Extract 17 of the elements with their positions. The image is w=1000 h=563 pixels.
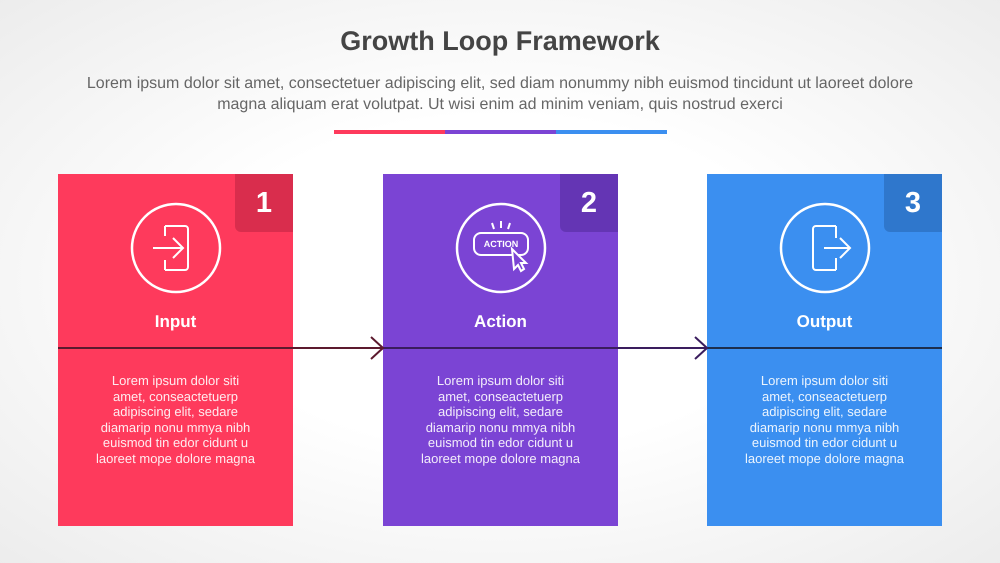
process-card xyxy=(58,174,293,526)
subtitle: Lorem ipsum dolor sit amet, consectetuer adipiscing elit, sed diam nonummy nibh euismod tincidunt ut laoreet dolore magna aliquam erat volutpat. Ut wisi enim ad minim veniam, quis nostrud exerci xyxy=(86,74,914,115)
arrow xyxy=(293,336,384,360)
title: Growth Loop Framework xyxy=(339,26,661,57)
card-title: Output xyxy=(796,312,854,332)
card-description: Lorem ipsum dolor siti amet, conseactetuerp adipiscing elit, sedare diamarip nonu mmya nibh euismod tin edor cidunt u laoreet mope dolore magna xyxy=(420,373,581,467)
card-title: Action xyxy=(473,312,528,332)
arrow xyxy=(618,336,708,360)
step-number: 3 xyxy=(884,174,942,232)
card-title: Input xyxy=(154,312,198,332)
button-label: ACTION xyxy=(482,238,520,251)
process-card xyxy=(707,174,942,526)
card-description: Lorem ipsum dolor siti amet, conseactetuerp adipiscing elit, sedare diamarip nonu mmya nibh euismod tin edor cidunt u laoreet mope dolore magna xyxy=(95,373,256,467)
card-description: Lorem ipsum dolor siti amet, conseactetuerp adipiscing elit, sedare diamarip nonu mmya nibh euismod tin edor cidunt u laoreet mope dolore magna xyxy=(744,373,905,467)
process-card xyxy=(383,174,618,526)
step-number: 1 xyxy=(235,174,293,232)
step-number: 2 xyxy=(560,174,618,232)
